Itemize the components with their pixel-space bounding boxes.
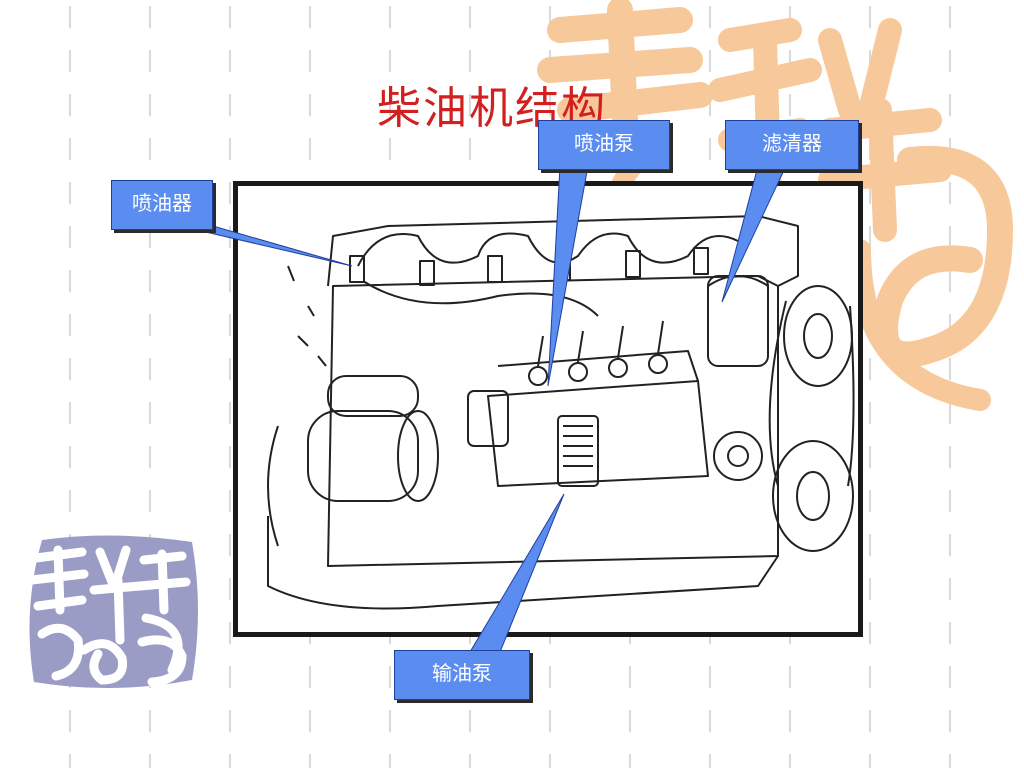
injector-label: 喷油器 (111, 180, 213, 230)
calligraphy-seal-icon (27, 535, 198, 689)
injection-pump-label: 喷油泵 (538, 120, 670, 170)
filter-label: 滤清器 (725, 120, 859, 170)
fuel-supply-pump-label: 输油泵 (394, 650, 530, 700)
engine-diagram-frame (233, 181, 863, 637)
engine-illustration (267, 215, 855, 610)
